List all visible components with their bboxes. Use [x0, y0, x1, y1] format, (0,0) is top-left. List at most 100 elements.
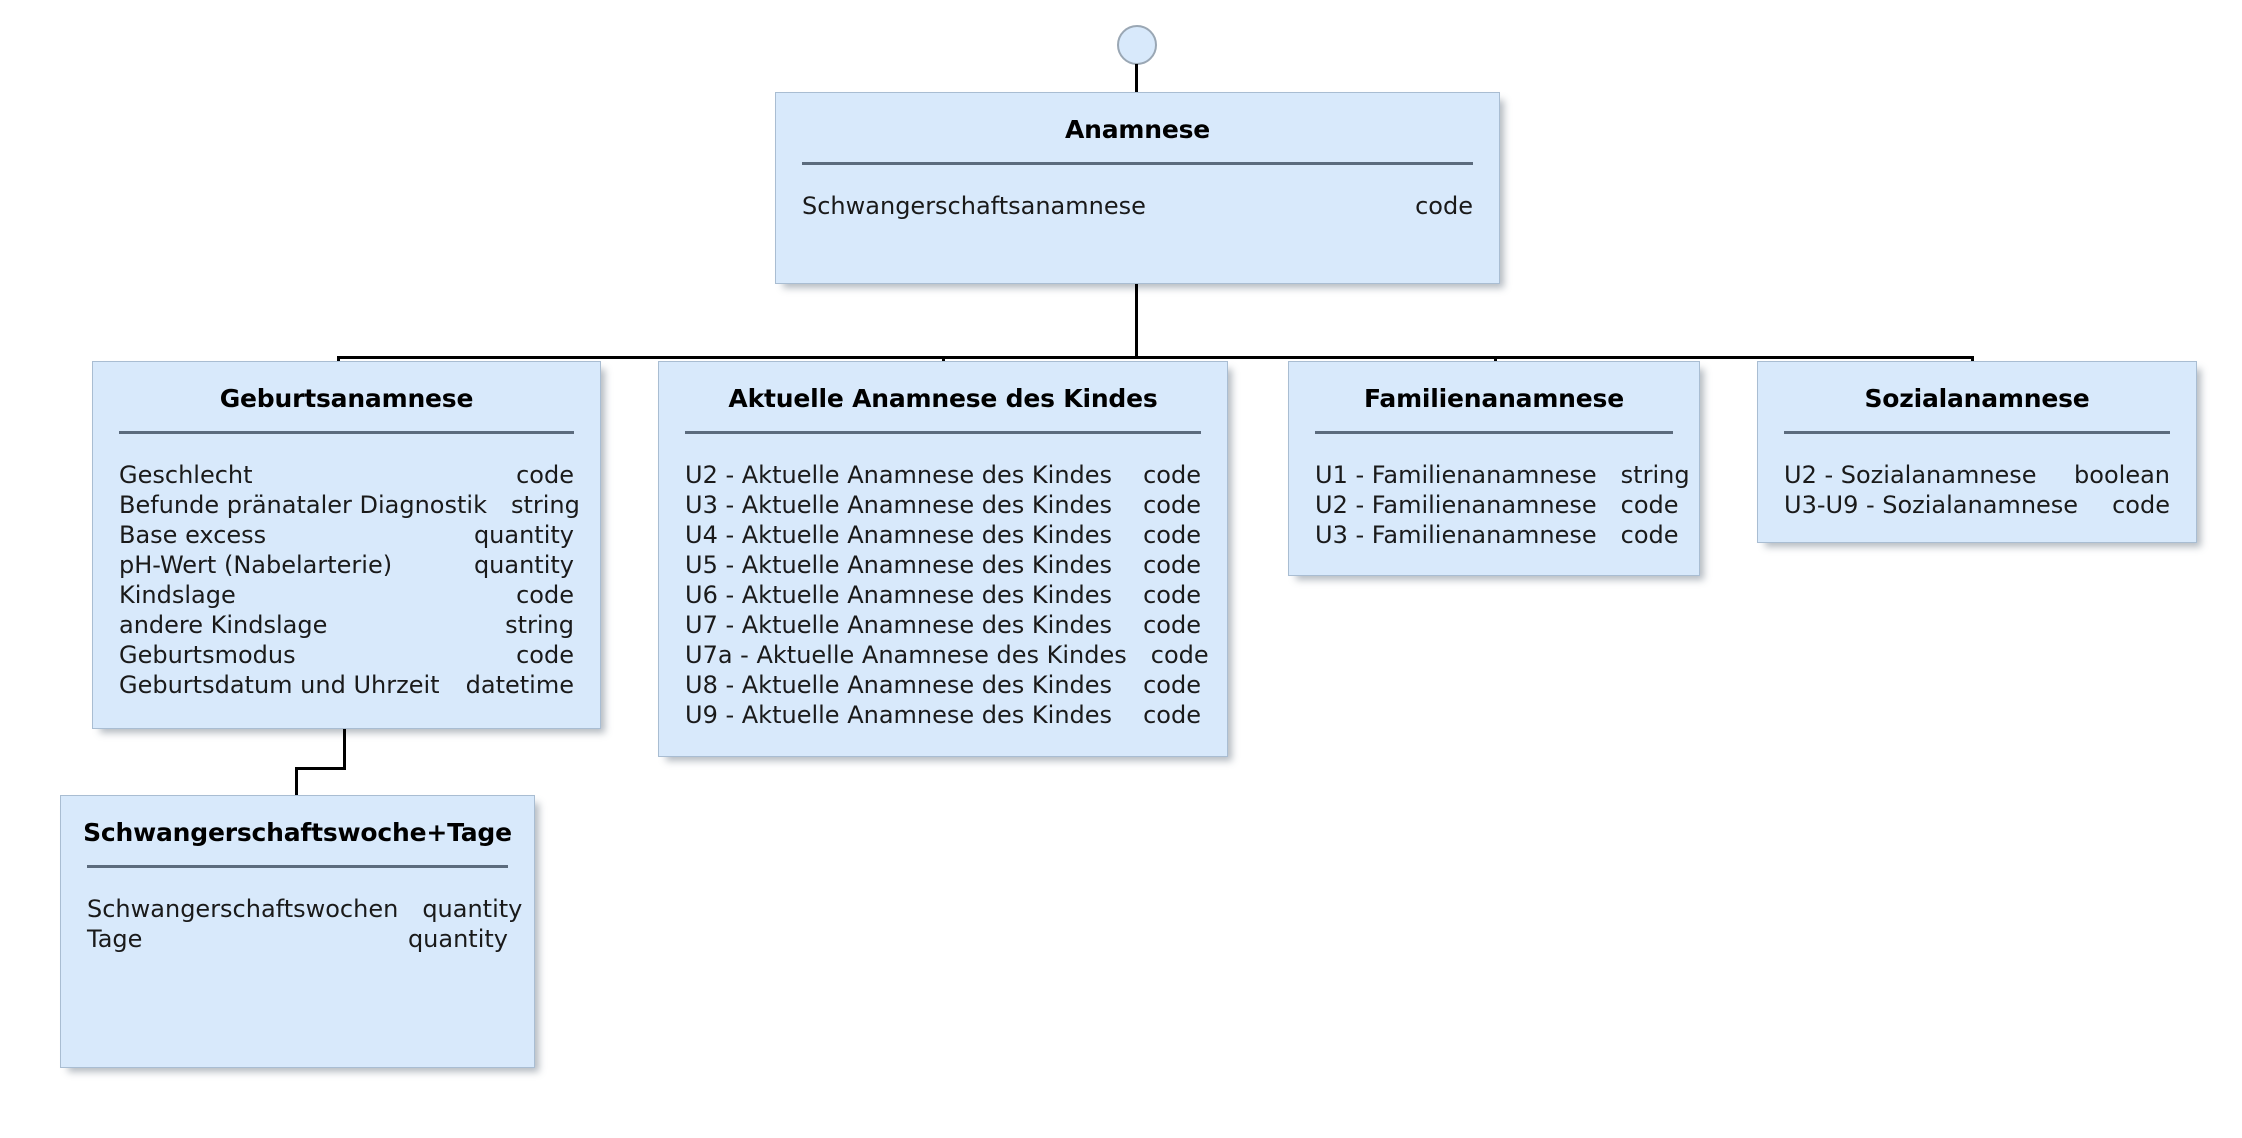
class-attributes-familienanamnese: U1 - Familienanamnese string U2 - Famili…: [1289, 434, 1699, 550]
attribute-name: pH-Wert (Nabelarterie): [119, 551, 393, 579]
attribute-name: U2 - Sozialanamnese: [1784, 461, 2037, 489]
attribute-type: code: [2112, 491, 2170, 519]
attribute-type: code: [1143, 521, 1201, 549]
attribute-row: andere Kindslage string: [119, 610, 574, 640]
attribute-name: U8 - Aktuelle Anamnese des Kindes: [685, 671, 1113, 699]
attribute-row: U4 - Aktuelle Anamnese des Kindes code: [685, 520, 1201, 550]
attribute-name: U2 - Familienanamnese: [1315, 491, 1597, 519]
class-title-aktuelle-anamnese-des-kindes: Aktuelle Anamnese des Kindes: [728, 384, 1158, 413]
attribute-type: string: [505, 611, 574, 639]
class-attributes-sozialanamnese: U2 - Sozialanamnese boolean U3-U9 - Sozi…: [1758, 434, 2196, 520]
attribute-name: U3-U9 - Sozialanamnese: [1784, 491, 2079, 519]
connector-root-trunk: [1135, 284, 1138, 358]
attribute-type: quantity: [473, 551, 574, 579]
connector-geburtsanamnese-across: [295, 767, 346, 770]
attribute-name: andere Kindslage: [119, 611, 328, 639]
attribute-name: U3 - Aktuelle Anamnese des Kindes: [685, 491, 1113, 519]
class-attributes-aktuelle-anamnese-des-kindes: U2 - Aktuelle Anamnese des Kindes code U…: [659, 434, 1227, 730]
attribute-row: U9 - Aktuelle Anamnese des Kindes code: [685, 700, 1201, 730]
class-divider: [685, 431, 1201, 434]
attribute-row: Base excess quantity: [119, 520, 574, 550]
class-divider: [119, 431, 574, 434]
attribute-name: U3 - Familienanamnese: [1315, 521, 1597, 549]
attribute-type: code: [1150, 641, 1209, 669]
attribute-name: U2 - Aktuelle Anamnese des Kindes: [685, 461, 1113, 489]
attribute-type: code: [1143, 551, 1201, 579]
attribute-name: Schwangerschaftsanamnese: [802, 192, 1146, 220]
attribute-type: code: [1415, 192, 1473, 220]
attribute-name: U6 - Aktuelle Anamnese des Kindes: [685, 581, 1113, 609]
attribute-type: code: [1143, 671, 1201, 699]
class-divider: [1315, 431, 1673, 434]
attribute-name: Tage: [87, 925, 143, 953]
attribute-name: Schwangerschaftswochen: [87, 895, 399, 923]
class-title-schwangerschaftswoche-tage: Schwangerschaftswoche+Tage: [83, 818, 512, 847]
connector-geburtsanamnese-down: [343, 729, 346, 770]
class-title-anamnese: Anamnese: [1064, 115, 1211, 144]
class-title-familienanamnese: Familienanamnese: [1364, 384, 1624, 413]
class-box-geburtsanamnese[interactable]: Geburtsanamnese Geschlecht code Befunde …: [92, 361, 601, 729]
attribute-type: code: [1143, 701, 1201, 729]
class-title-geburtsanamnese: Geburtsanamnese: [219, 384, 474, 413]
class-box-anamnese[interactable]: Anamnese Schwangerschaftsanamnese code: [775, 92, 1500, 284]
class-title-sozialanamnese: Sozialanamnese: [1864, 384, 2090, 413]
attribute-row: U2 - Sozialanamnese boolean: [1784, 460, 2170, 490]
class-attributes-schwangerschaftswoche-tage: Schwangerschaftswochen quantity Tage qua…: [61, 868, 534, 954]
attribute-row: Schwangerschaftswochen quantity: [87, 894, 522, 924]
class-attributes-anamnese: Schwangerschaftsanamnese code: [776, 165, 1499, 221]
attribute-type: code: [1620, 491, 1679, 519]
attribute-name: Befunde pränataler Diagnostik: [119, 491, 487, 519]
attribute-name: Base excess: [119, 521, 267, 549]
attribute-type: code: [516, 641, 574, 669]
class-box-familienanamnese[interactable]: Familienanamnese U1 - Familienanamnese s…: [1288, 361, 1700, 576]
root-start-circle-icon: [1117, 25, 1157, 65]
class-divider: [87, 865, 508, 868]
attribute-row: U3-U9 - Sozialanamnese code: [1784, 490, 2170, 520]
attribute-row: U5 - Aktuelle Anamnese des Kindes code: [685, 550, 1201, 580]
attribute-row: U2 - Aktuelle Anamnese des Kindes code: [685, 460, 1201, 490]
attribute-type: quantity: [473, 521, 574, 549]
attribute-row: Geburtsdatum und Uhrzeit datetime: [119, 670, 574, 700]
connector-circle-to-root: [1135, 64, 1138, 94]
attribute-name: Geburtsmodus: [119, 641, 296, 669]
attribute-row: U3 - Aktuelle Anamnese des Kindes code: [685, 490, 1201, 520]
attribute-type: code: [1620, 521, 1679, 549]
attribute-type: datetime: [465, 671, 574, 699]
class-box-aktuelle-anamnese-des-kindes[interactable]: Aktuelle Anamnese des Kindes U2 - Aktuel…: [658, 361, 1228, 757]
attribute-row: U1 - Familienanamnese string: [1315, 460, 1690, 490]
class-attributes-geburtsanamnese: Geschlecht code Befunde pränataler Diagn…: [93, 434, 600, 700]
class-divider: [1784, 431, 2170, 434]
attribute-row: Geschlecht code: [119, 460, 574, 490]
attribute-type: quantity: [407, 925, 508, 953]
attribute-name: U7 - Aktuelle Anamnese des Kindes: [685, 611, 1113, 639]
attribute-row: U3 - Familienanamnese code: [1315, 520, 1679, 550]
attribute-name: Geburtsdatum und Uhrzeit: [119, 671, 440, 699]
attribute-type: code: [1143, 611, 1201, 639]
attribute-row: U7a - Aktuelle Anamnese des Kindes code: [685, 640, 1209, 670]
attribute-name: Geschlecht: [119, 461, 253, 489]
attribute-name: U9 - Aktuelle Anamnese des Kindes: [685, 701, 1113, 729]
attribute-type: quantity: [422, 895, 523, 923]
connector-to-schwangerschaftswoche: [295, 767, 298, 797]
attribute-name: U1 - Familienanamnese: [1315, 461, 1597, 489]
attribute-row: U2 - Familienanamnese code: [1315, 490, 1679, 520]
attribute-name: Kindslage: [119, 581, 236, 609]
class-divider: [802, 162, 1473, 165]
attribute-type: code: [1143, 491, 1201, 519]
attribute-row: U6 - Aktuelle Anamnese des Kindes code: [685, 580, 1201, 610]
attribute-type: code: [1143, 581, 1201, 609]
attribute-type: code: [516, 461, 574, 489]
attribute-name: U4 - Aktuelle Anamnese des Kindes: [685, 521, 1113, 549]
attribute-row: U8 - Aktuelle Anamnese des Kindes code: [685, 670, 1201, 700]
attribute-row: Kindslage code: [119, 580, 574, 610]
attribute-type: string: [510, 491, 580, 519]
attribute-type: boolean: [2074, 461, 2170, 489]
class-box-schwangerschaftswoche-tage[interactable]: Schwangerschaftswoche+Tage Schwangerscha…: [60, 795, 535, 1068]
attribute-name: U5 - Aktuelle Anamnese des Kindes: [685, 551, 1113, 579]
attribute-row: pH-Wert (Nabelarterie) quantity: [119, 550, 574, 580]
attribute-name: U7a - Aktuelle Anamnese des Kindes: [685, 641, 1127, 669]
attribute-row: U7 - Aktuelle Anamnese des Kindes code: [685, 610, 1201, 640]
attribute-type: code: [1143, 461, 1201, 489]
class-box-sozialanamnese[interactable]: Sozialanamnese U2 - Sozialanamnese boole…: [1757, 361, 2197, 543]
